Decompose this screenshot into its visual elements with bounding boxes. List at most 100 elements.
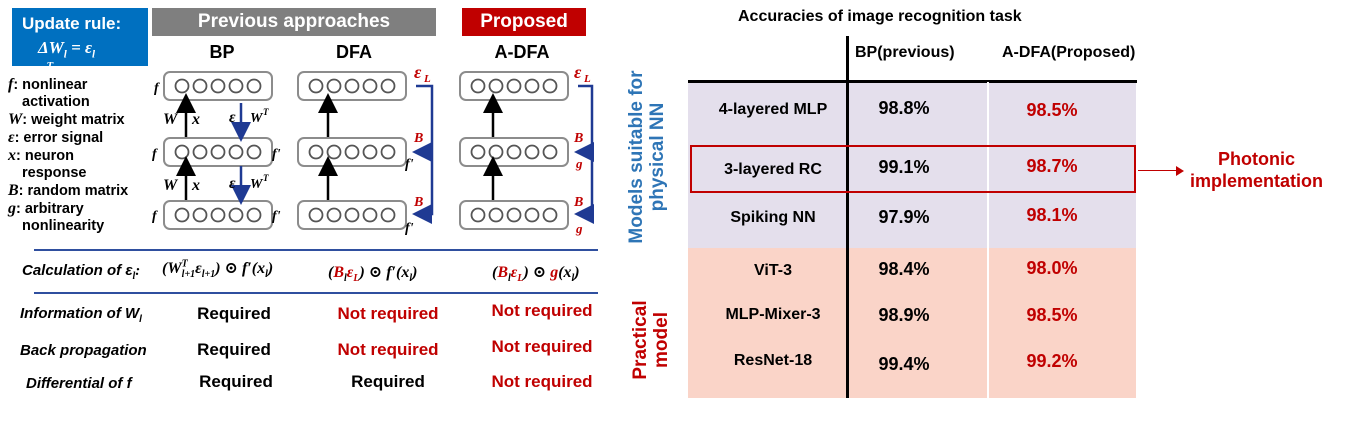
neuron: [308, 207, 324, 223]
neuron: [246, 78, 262, 94]
update-rule-box: Update rule: ΔWl = εl xTl: [12, 8, 148, 83]
wt-sup: T: [263, 107, 269, 117]
adfa-accuracy: 98.7%: [1026, 156, 1078, 176]
column-header-bp: BP(previous): [855, 44, 955, 61]
network-diagram: f f f W x W x ε W T ε W T f' f' ε L B B …: [152, 62, 594, 236]
neuron: [192, 78, 208, 94]
epsilon-l-label: ε: [574, 62, 582, 82]
cell-dfa: Required: [351, 372, 425, 391]
neuron: [228, 78, 244, 94]
neuron: [488, 78, 504, 94]
column-header-adfa: A-DFA(Proposed): [1002, 44, 1136, 61]
b-label: B: [573, 195, 583, 210]
bp-accuracy: 98.8%: [878, 98, 930, 118]
update-rule-equation: ΔWl = εl xTl: [38, 38, 96, 84]
g-label: g: [575, 221, 583, 236]
bp-accuracy: 98.4%: [878, 259, 930, 279]
symbol-legend: f: nonlinear activation W: weight matrix…: [8, 76, 128, 235]
legend-item: f: nonlinear: [8, 76, 88, 93]
f-label: f: [154, 81, 160, 96]
neuron: [470, 207, 486, 223]
model-name: MLP-Mixer-3: [725, 306, 821, 323]
neuron: [344, 207, 360, 223]
proposed-header: Proposed: [462, 8, 586, 36]
neuron: [362, 207, 378, 223]
b-label: B: [573, 131, 583, 146]
neuron: [542, 144, 558, 160]
cell-dfa: Not required: [337, 304, 439, 323]
adfa-accuracy: 98.0%: [1026, 258, 1078, 278]
photonic-highlight-box: [690, 145, 1136, 193]
legend-item: activation: [22, 94, 90, 110]
cell-adfa: Not required: [491, 372, 593, 391]
epsilon-l-sub: L: [583, 73, 591, 85]
b-label: B: [413, 195, 423, 210]
column-title-adfa: A-DFA: [494, 42, 550, 62]
f-prime-label: f': [272, 209, 281, 224]
cell-dfa: Not required: [337, 340, 439, 359]
wt-sup: T: [263, 173, 269, 183]
legend-item: g: arbitrary: [8, 200, 84, 217]
group-label-practical: Practical model: [630, 300, 672, 380]
wt-label: W: [250, 111, 264, 126]
neuron: [524, 207, 540, 223]
neuron: [192, 144, 208, 160]
table-title: Accuracies of image recognition task: [738, 8, 1022, 25]
table-header-rule: [688, 80, 1137, 83]
adfa-accuracy: 98.5%: [1026, 100, 1078, 120]
photonic-callout: Photonic implementation: [1190, 149, 1324, 191]
calculation-bp: (WTl+1εl+1) ⊙ f′(xl): [162, 258, 274, 281]
neuron: [228, 207, 244, 223]
model-name: ViT-3: [754, 262, 792, 279]
neuron: [470, 144, 486, 160]
update-rule-title: Update rule:: [22, 14, 122, 33]
feedback-arrow: [412, 84, 434, 224]
model-name: ResNet-18: [733, 352, 813, 369]
neuron: [228, 144, 244, 160]
legend-item: response: [22, 165, 87, 181]
neuron: [506, 207, 522, 223]
neuron: [344, 78, 360, 94]
row-label-backprop: Back propagation: [20, 342, 147, 359]
neuron: [210, 207, 226, 223]
neuron: [174, 78, 190, 94]
epsilon-l-sub: L: [423, 73, 431, 85]
g-label: g: [575, 156, 583, 171]
neuron: [380, 144, 396, 160]
divider-line: [34, 249, 598, 251]
epsilon-label: ε: [229, 109, 236, 126]
legend-item: W: weight matrix: [8, 111, 125, 128]
table-vertical-rule: [846, 36, 849, 398]
bp-accuracy: 98.9%: [878, 305, 930, 325]
column-title-bp: BP: [209, 42, 235, 62]
neuron: [362, 78, 378, 94]
row-label-differential: Differential of f: [26, 375, 132, 392]
neuron: [326, 78, 342, 94]
cell-bp: Required: [199, 372, 273, 391]
column-title-dfa: DFA: [336, 42, 372, 62]
neuron: [488, 144, 504, 160]
bp-accuracy: 99.4%: [878, 354, 930, 374]
bp-accuracy: 99.1%: [878, 157, 930, 177]
neuron: [308, 144, 324, 160]
neuron: [362, 144, 378, 160]
w-label: W: [163, 111, 179, 128]
epsilon-label: ε: [229, 175, 236, 192]
neuron: [326, 144, 342, 160]
f-prime-label: f': [405, 157, 414, 172]
neuron: [542, 78, 558, 94]
physical-nn-group: [688, 82, 1136, 248]
wt-label: W: [250, 177, 264, 192]
legend-item: nonlinearity: [22, 218, 105, 234]
practical-group: [688, 248, 1136, 398]
neuron: [470, 78, 486, 94]
neuron: [246, 144, 262, 160]
model-name: 4-layered MLP: [718, 101, 828, 118]
adfa-accuracy: 98.5%: [1026, 305, 1078, 325]
neuron: [506, 144, 522, 160]
model-name: Spiking NN: [730, 209, 816, 226]
calculation-dfa: (BlεL) ⊙ f′(xl): [328, 264, 418, 285]
layer-boxes: [163, 71, 569, 230]
cell-adfa: Not required: [491, 337, 593, 356]
neuron: [210, 78, 226, 94]
